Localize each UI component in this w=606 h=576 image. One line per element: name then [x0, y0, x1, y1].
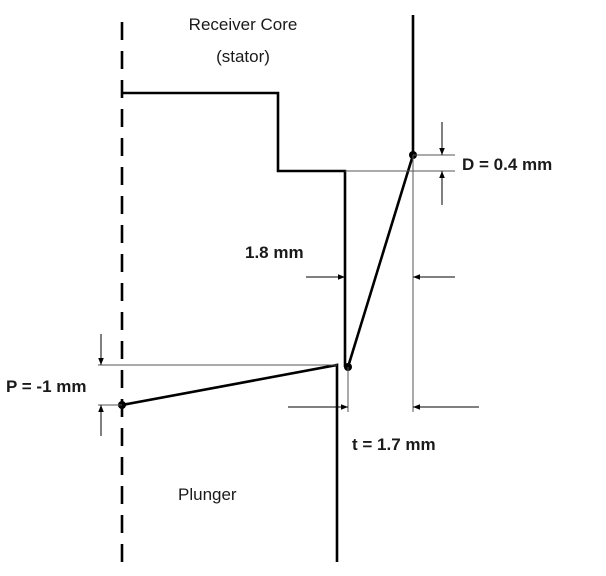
- stator-label-line1: Receiver Core: [189, 15, 298, 34]
- plunger-outline: [121, 363, 339, 562]
- t-label: t = 1.7 mm: [352, 435, 436, 454]
- D-label: D = 0.4 mm: [462, 155, 552, 174]
- stator-label-line2: (stator): [216, 47, 270, 66]
- stator-outline: [122, 91, 347, 367]
- plunger-label: Plunger: [178, 485, 237, 504]
- cone-slant-line: [346, 154, 415, 368]
- P-label: P = -1 mm: [6, 377, 86, 396]
- gap-width-label: 1.8 mm: [245, 243, 304, 262]
